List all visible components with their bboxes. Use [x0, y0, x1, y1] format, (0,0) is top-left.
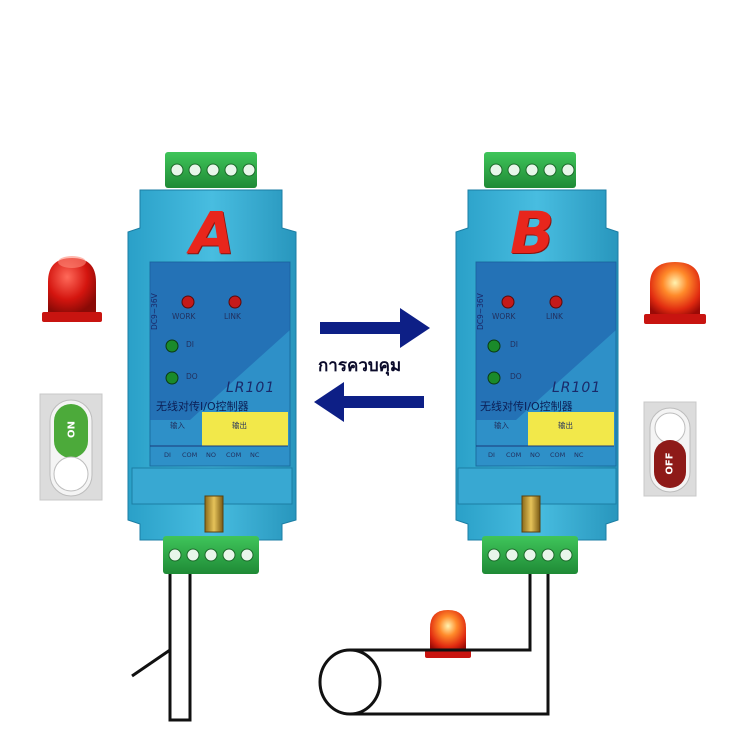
- unit-b-do-label: DO: [510, 372, 522, 381]
- unit-b-link-label: LINK: [546, 312, 563, 321]
- alarm-light-load: [425, 610, 471, 658]
- unit-b-work-led: [501, 295, 515, 309]
- unit-b-output-panel: [528, 412, 614, 446]
- unit-b-di-label: DI: [510, 340, 518, 349]
- unit-b-letter: B: [510, 199, 555, 267]
- unit-a-work-label: WORK: [172, 312, 196, 321]
- wiring-unit-b: [318, 574, 550, 716]
- unit-a-do-led: [165, 371, 179, 385]
- unit-a-link-label: LINK: [224, 312, 241, 321]
- alarm-light-left: [42, 256, 102, 322]
- unit-b-output-label: 输出: [558, 421, 573, 430]
- unit-a-antenna-connector: [204, 495, 224, 533]
- unit-b-base: [457, 467, 617, 505]
- unit-a-terminal-no: NO: [206, 451, 216, 459]
- switch-on: [39, 393, 103, 501]
- unit-a-top-screws: [170, 163, 256, 177]
- unit-a-link-led: [228, 295, 242, 309]
- unit-b-name: 无线对传I/O控制器: [480, 400, 573, 413]
- unit-b-model: LR101: [552, 380, 602, 396]
- unit-b-di-led: [487, 339, 501, 353]
- control-label: การควบคุม: [318, 356, 402, 376]
- unit-a-letter: A: [190, 199, 235, 267]
- unit-a-input-label: 输入: [170, 421, 185, 430]
- unit-b-terminal-no: NO: [530, 451, 540, 459]
- unit-a-di-label: DI: [186, 340, 194, 349]
- unit-a-work-led: [181, 295, 195, 309]
- unit-a-bottom-screws: [168, 548, 254, 562]
- alarm-light-right: [644, 262, 706, 324]
- unit-b-terminal-com: COM: [506, 451, 522, 459]
- unit-b-terminal-di: DI: [488, 451, 495, 459]
- unit-a-terminal-nc: NC: [250, 451, 260, 459]
- unit-b-link-led: [549, 295, 563, 309]
- unit-b-top-screws: [489, 163, 575, 177]
- unit-b-bottom-screws: [487, 548, 573, 562]
- unit-b-terminal-com2: COM: [550, 451, 566, 459]
- unit-b: [455, 152, 619, 574]
- unit-a-terminal-di: DI: [164, 451, 171, 459]
- unit-b-work-label: WORK: [492, 312, 516, 321]
- unit-a-output-label: 输出: [232, 421, 247, 430]
- unit-b-terminal-nc: NC: [574, 451, 584, 459]
- unit-b-input-label: 输入: [494, 421, 509, 430]
- switch-off-text: OFF: [664, 452, 676, 475]
- unit-a-do-label: DO: [186, 372, 198, 381]
- unit-a: [127, 152, 297, 574]
- unit-a-terminal-com2: COM: [226, 451, 242, 459]
- unit-a-terminal-com: COM: [182, 451, 198, 459]
- unit-a-voltage: DC9~36V: [150, 293, 159, 330]
- switch-on-text: ON: [66, 421, 78, 438]
- wiring-unit-a: [131, 574, 192, 722]
- unit-a-name: 无线对传I/O控制器: [156, 400, 249, 413]
- unit-a-output-panel: [202, 412, 288, 446]
- unit-a-di-led: [165, 339, 179, 353]
- arrow-a-to-b: [320, 308, 430, 348]
- unit-b-do-led: [487, 371, 501, 385]
- unit-b-antenna-connector: [521, 495, 541, 533]
- arrow-b-to-a: [314, 382, 424, 422]
- switch-off: [643, 401, 697, 497]
- unit-a-model: LR101: [226, 380, 276, 396]
- unit-b-voltage: DC9~36V: [476, 293, 485, 330]
